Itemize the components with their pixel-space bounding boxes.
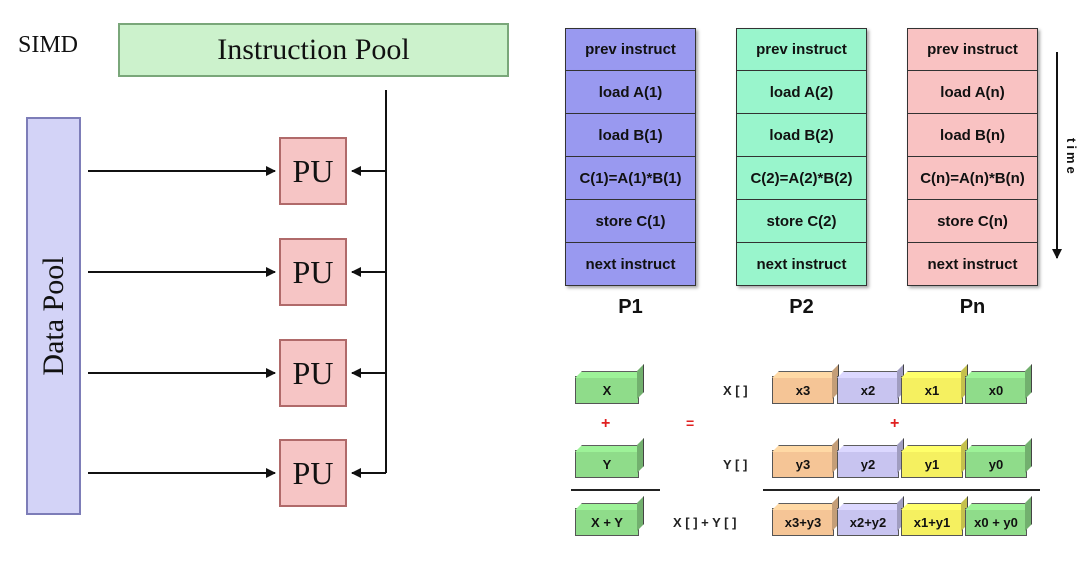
pu-label: PU — [292, 354, 334, 391]
instruction-step: C(2)=A(2)*B(2) — [736, 157, 867, 200]
instruction-step: next instruct — [736, 243, 867, 286]
processor-label-p2: P2 — [789, 296, 814, 318]
instruction-step: prev instruct — [565, 28, 696, 71]
vector-lane-block: y3 — [772, 450, 834, 478]
vector-lane-block: x0 — [965, 376, 1027, 404]
vector-lane-block: x0 + y0 — [965, 508, 1027, 536]
processor-label-p1: P1 — [618, 296, 643, 318]
instruction-step: prev instruct — [736, 28, 867, 71]
processing-unit-4: PU — [279, 439, 347, 507]
vector-plus-sign: + — [890, 415, 900, 432]
instruction-step: store C(1) — [565, 200, 696, 243]
pu-label: PU — [292, 253, 334, 290]
x-array-label: X [ ] — [723, 383, 748, 398]
processing-unit-1: PU — [279, 137, 347, 205]
scalar-sum-block: X + Y — [575, 508, 639, 536]
vector-lane-block: x2 — [837, 376, 899, 404]
instruction-step: load B(1) — [565, 114, 696, 157]
simd-label: SIMD — [18, 32, 79, 58]
processing-unit-2: PU — [279, 238, 347, 306]
equals-sign: = — [686, 415, 695, 431]
scalar-y-block: Y — [575, 450, 639, 478]
scalar-x-label: X — [602, 382, 612, 398]
scalar-x-block: X — [575, 376, 639, 404]
instruction-step: load B(n) — [907, 114, 1038, 157]
scalar-sum-label: X + Y — [591, 514, 623, 530]
y-array-label: Y [ ] — [723, 457, 748, 472]
instruction-pool: Instruction Pool — [118, 23, 509, 77]
vector-lane-block: y0 — [965, 450, 1027, 478]
data-pool: Data Pool — [26, 117, 81, 515]
processing-unit-3: PU — [279, 339, 347, 407]
vector-lane-block: x3 — [772, 376, 834, 404]
instruction-pool-label: Instruction Pool — [217, 33, 410, 66]
instruction-step: load B(2) — [736, 114, 867, 157]
vector-lane-block: x2+y2 — [837, 508, 899, 536]
vector-lane-block: x1 — [901, 376, 963, 404]
vector-lane-block: y2 — [837, 450, 899, 478]
instruction-step: prev instruct — [907, 28, 1038, 71]
instruction-step: load A(n) — [907, 71, 1038, 114]
instruction-step: load A(2) — [736, 71, 867, 114]
scalar-y-label: Y — [602, 456, 612, 472]
instruction-step: next instruct — [565, 243, 696, 286]
processor-label-pn: Pn — [959, 296, 986, 318]
instruction-step: load A(1) — [565, 71, 696, 114]
pu-label: PU — [292, 152, 334, 189]
vector-lane-block: y1 — [901, 450, 963, 478]
vector-lane-block: x3+y3 — [772, 508, 834, 536]
sum-array-label: X [ ] + Y [ ] — [673, 515, 737, 530]
instruction-step: C(1)=A(1)*B(1) — [565, 157, 696, 200]
instruction-step: store C(n) — [907, 200, 1038, 243]
instruction-step: next instruct — [907, 243, 1038, 286]
instruction-step: store C(2) — [736, 200, 867, 243]
scalar-plus-sign: + — [601, 415, 611, 432]
instruction-step: C(n)=A(n)*B(n) — [907, 157, 1038, 200]
pu-label: PU — [292, 454, 334, 491]
time-label: time — [1064, 138, 1079, 177]
vector-lane-block: x1+y1 — [901, 508, 963, 536]
